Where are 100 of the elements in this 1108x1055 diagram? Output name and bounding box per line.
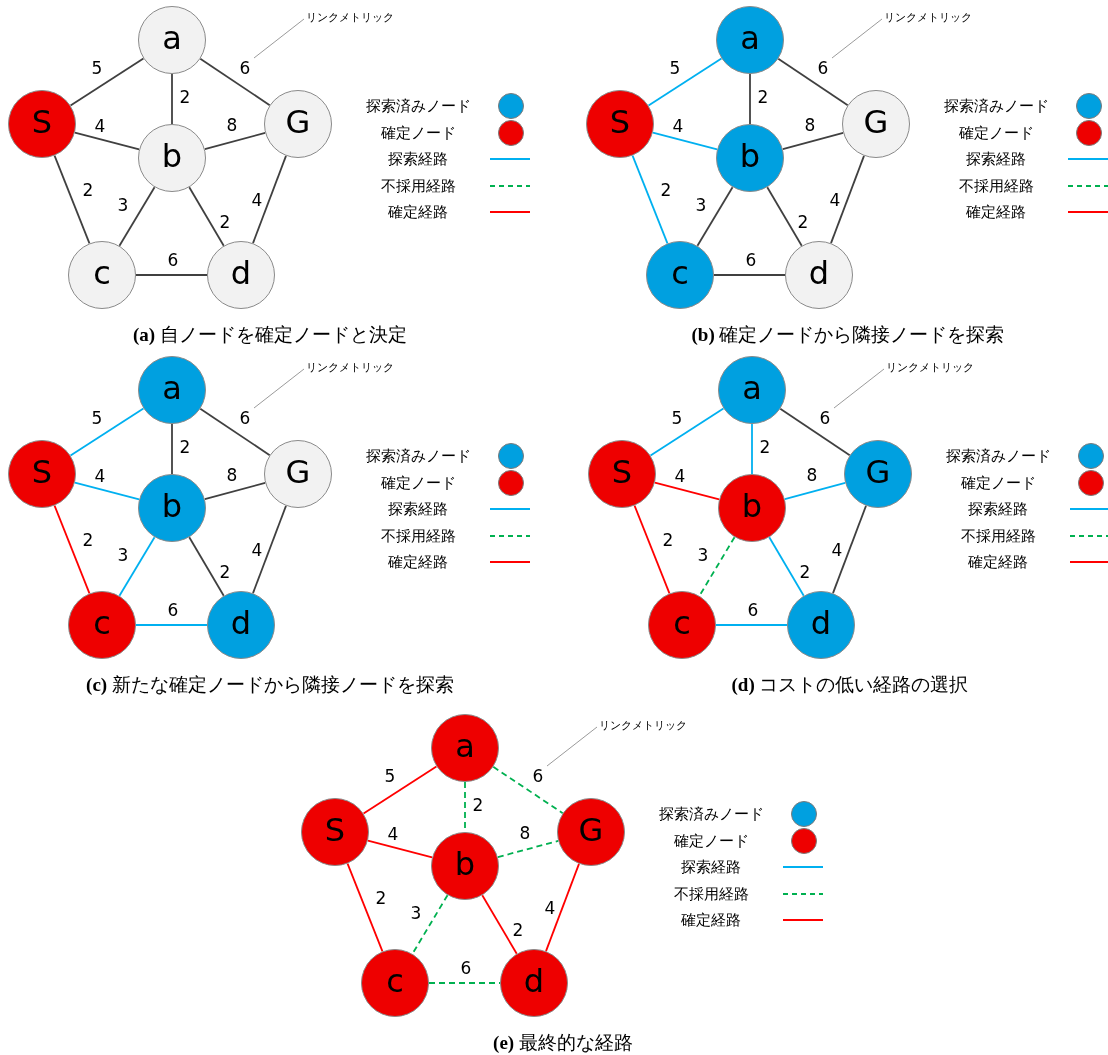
edge-label: 5 <box>90 409 104 427</box>
annotation-text: リンクメトリック <box>306 361 394 375</box>
connector-line <box>367 839 433 859</box>
connector-line <box>545 862 580 953</box>
connector-line <box>777 57 849 107</box>
edge-label: 8 <box>518 824 532 842</box>
connector-line <box>830 154 865 245</box>
legend-label: 探索経路 <box>965 149 1027 169</box>
connector-line <box>713 274 786 276</box>
edge-label: 4 <box>671 117 685 135</box>
edge-label: 2 <box>659 181 673 199</box>
edge-label: 8 <box>225 466 239 484</box>
edge-label: 6 <box>238 409 252 427</box>
edge-label: 2 <box>374 889 388 907</box>
edge-label: 2 <box>661 531 675 549</box>
leader-line <box>831 18 883 59</box>
edge-label: 6 <box>459 959 473 977</box>
edge-label: 6 <box>166 601 180 619</box>
edge-label: 6 <box>531 767 545 785</box>
connector-line <box>696 186 734 247</box>
legend-label: 確定経路 <box>680 910 742 930</box>
edge-label: 4 <box>830 541 844 559</box>
caption: (e) 最終的な経路 <box>492 1031 634 1055</box>
edge-label: 8 <box>225 116 239 134</box>
annotation-text: リンクメトリック <box>886 361 974 375</box>
legend-label: 確定経路 <box>387 202 449 222</box>
legend-label: 不採用経路 <box>959 525 1037 546</box>
edge-label: 6 <box>744 251 758 269</box>
connector-line <box>647 57 723 107</box>
connector-line <box>346 862 384 953</box>
connector-line <box>633 504 671 595</box>
edge-label: 3 <box>116 546 130 564</box>
edge-label: 2 <box>81 181 95 199</box>
edge-label: 2 <box>511 921 525 939</box>
connector-line <box>492 765 564 815</box>
connector-line <box>199 57 271 107</box>
connector-line <box>768 536 805 597</box>
edge-label: 4 <box>386 825 400 843</box>
legend-label: 確定ノード <box>672 830 750 851</box>
connector-line <box>171 423 173 475</box>
edge-label: 2 <box>758 438 772 456</box>
caption: (c) 新たな確定ノードから隣接ノードを探索 <box>85 673 455 697</box>
edge-label: 4 <box>93 117 107 135</box>
edge-label: 4 <box>93 467 107 485</box>
connector-line <box>118 536 156 597</box>
edge-label: 3 <box>696 546 710 564</box>
annotation-text: リンクメトリック <box>884 11 972 25</box>
edge-label: 4 <box>673 467 687 485</box>
edge-label: 4 <box>828 191 842 209</box>
connector-line <box>74 131 140 151</box>
connector-line <box>252 154 287 245</box>
caption: (b) 確定ノードから隣接ノードを探索 <box>690 323 1006 347</box>
legend-label: 確定ノード <box>379 472 457 493</box>
annotation-text: リンクメトリック <box>306 11 394 25</box>
connector-line <box>53 154 91 245</box>
connector-line <box>74 481 140 501</box>
connector-line <box>766 186 803 247</box>
edge-label: 6 <box>818 409 832 427</box>
edge-label: 2 <box>81 531 95 549</box>
edge-label: 2 <box>471 796 485 814</box>
connector-line <box>188 186 225 247</box>
connector-line <box>652 131 718 151</box>
connector-line <box>135 624 208 626</box>
leader-line <box>546 726 598 767</box>
connector-line <box>252 504 287 595</box>
legend-label: 探索経路 <box>967 499 1029 519</box>
connector-line <box>53 504 91 595</box>
edge-label: 4 <box>250 541 264 559</box>
connector-line <box>749 73 751 125</box>
edge-label: 6 <box>816 59 830 77</box>
legend-label: 探索済みノード <box>944 446 1052 466</box>
legend-label: 確定経路 <box>967 552 1029 572</box>
connector-line <box>751 423 753 475</box>
legend-label: 不採用経路 <box>379 175 457 196</box>
edge-label: 2 <box>218 213 232 231</box>
legend-label: 探索済みノード <box>657 804 765 824</box>
edge-label: 6 <box>746 601 760 619</box>
caption: (a) 自ノードを確定ノードと決定 <box>132 323 408 347</box>
legend-label: 探索済みノード <box>364 96 472 116</box>
legend-label: 不採用経路 <box>379 525 457 546</box>
edge-label: 5 <box>668 59 682 77</box>
edge-label: 4 <box>250 191 264 209</box>
connector-line <box>118 186 156 247</box>
legend-label: 確定ノード <box>957 122 1035 143</box>
connector-line <box>362 765 438 815</box>
connector-line <box>832 504 867 595</box>
edge-label: 8 <box>803 116 817 134</box>
edge-label: 6 <box>238 59 252 77</box>
connector-line <box>654 481 720 501</box>
edge-label: 4 <box>543 899 557 917</box>
edge-label: 2 <box>178 438 192 456</box>
edge-label: 2 <box>218 563 232 581</box>
connector-line <box>69 407 145 457</box>
edge-label: 3 <box>116 196 130 214</box>
edge-label: 2 <box>796 213 810 231</box>
connector-line <box>188 536 225 597</box>
legend-label: 確定ノード <box>959 472 1037 493</box>
edge-label: 5 <box>383 767 397 785</box>
caption: (d) コストの低い経路の選択 <box>730 673 970 697</box>
legend-label: 探索済みノード <box>364 446 472 466</box>
